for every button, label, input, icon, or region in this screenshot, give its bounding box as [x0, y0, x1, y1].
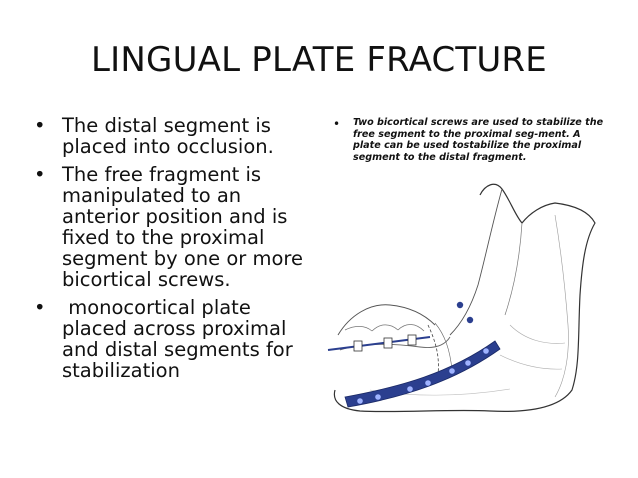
bullet-icon: •: [34, 296, 46, 319]
bullet-text-2: The free fragment is manipulated to an a…: [62, 163, 303, 291]
caption-note: • Two bicortical screws are used to stab…: [333, 117, 605, 163]
bullet-text-1: The distal segment is placed into occlus…: [62, 114, 274, 158]
mandible-fixation-illustration: [327, 183, 596, 413]
caption-text: Two bicortical screws are used to stabil…: [353, 117, 604, 163]
bullet-icon: •: [333, 117, 341, 131]
bullet-icon: •: [34, 114, 46, 137]
bullet-item-2: • The free fragment is manipulated to an…: [34, 164, 304, 290]
bullet-item-3: • monocortical plate placed across proxi…: [34, 297, 304, 381]
bullet-item-1: • The distal segment is placed into occl…: [34, 115, 304, 157]
bullet-icon: •: [34, 163, 46, 186]
slide-title: LINGUAL PLATE FRACTURE: [91, 40, 547, 80]
bullet-text-3: monocortical plate placed across proxima…: [62, 296, 299, 382]
bullet-list: • The distal segment is placed into occl…: [34, 115, 304, 388]
